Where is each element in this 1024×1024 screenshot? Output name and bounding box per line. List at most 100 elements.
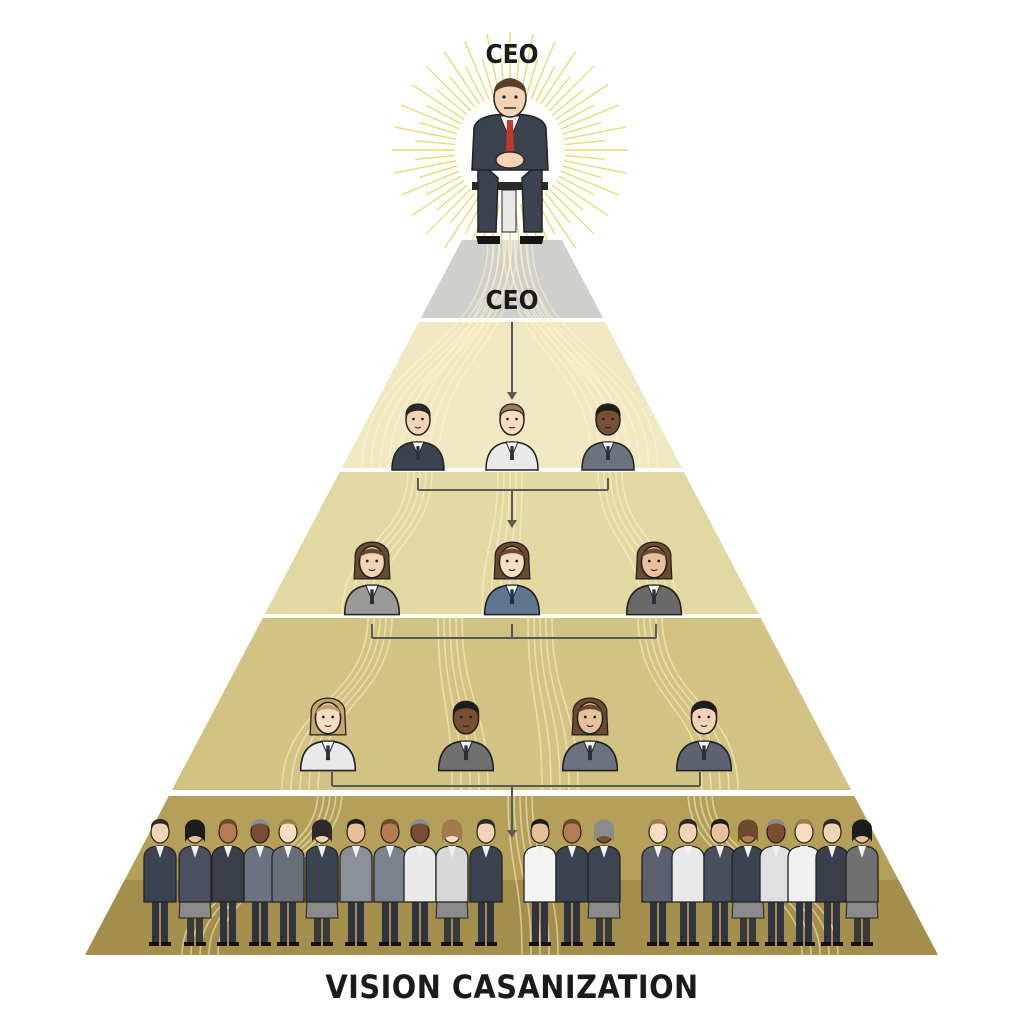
glow-ray <box>563 160 626 174</box>
glow-ray <box>449 76 476 108</box>
flow-stream <box>513 791 532 956</box>
glow-ray <box>449 192 476 224</box>
staff-figure <box>469 819 503 946</box>
glow-ray <box>426 188 472 234</box>
flow-stream <box>539 615 561 791</box>
staff-figure <box>815 819 849 946</box>
glow-ray <box>560 170 620 196</box>
ceo-left-leg <box>477 158 499 233</box>
glow-ray <box>400 104 460 130</box>
glow-ray <box>555 83 609 121</box>
connector-arrow <box>507 830 517 838</box>
glow-ray <box>411 83 465 121</box>
chair-post <box>501 189 517 233</box>
person-bust <box>437 700 495 772</box>
glow-ray <box>394 160 457 174</box>
person-bust <box>299 697 357 772</box>
staff-figure <box>731 819 765 946</box>
ceo-left-shoe <box>476 236 500 244</box>
staff-figure <box>555 819 589 946</box>
glow-ray <box>563 126 626 140</box>
staff-figure <box>787 819 821 946</box>
flow-stream <box>397 239 513 471</box>
flow-stream <box>527 615 543 791</box>
staff-figure <box>435 819 469 946</box>
staff-figure <box>243 819 277 946</box>
hierarchy-connectors <box>331 322 701 838</box>
staff-figure <box>703 819 737 946</box>
ceo-tie <box>506 120 514 156</box>
ceo-top-label: CEO <box>485 40 539 70</box>
glow-ray <box>425 104 462 125</box>
glow-ray <box>539 51 577 105</box>
glow-ray <box>539 195 577 249</box>
glow-ray <box>548 66 594 112</box>
glow-ray <box>558 104 595 125</box>
diagram-caption: VISION CASANIZATION <box>325 968 699 1006</box>
glow-ray <box>544 192 571 224</box>
flow-stream <box>507 791 523 956</box>
person-bust <box>343 541 401 616</box>
staff-figure <box>759 819 793 946</box>
glow-ray <box>555 179 609 217</box>
glow-ray <box>464 65 485 102</box>
glow-ray <box>562 165 602 179</box>
glow-ray <box>558 175 595 196</box>
flow-stream <box>533 615 552 791</box>
flow-stream <box>519 239 641 471</box>
person-bust <box>391 403 445 471</box>
staff-figure <box>587 819 621 946</box>
flow-stream <box>525 239 650 471</box>
staff-figure <box>211 819 245 946</box>
flow-stream <box>531 239 659 471</box>
staff-figure <box>373 819 407 946</box>
glow-ray <box>544 76 571 108</box>
glow-ray <box>411 179 465 217</box>
glow-ray <box>535 65 556 102</box>
glow-ray <box>443 51 481 105</box>
staff-figure <box>671 819 705 946</box>
flow-stream <box>379 239 501 471</box>
ceo-eye <box>514 95 518 99</box>
person-bust <box>485 403 539 471</box>
glow-ray <box>425 175 462 196</box>
person-bust <box>581 403 635 471</box>
flow-stream <box>361 239 489 471</box>
ceo-apex-label: CEO <box>485 286 539 316</box>
staff-figure <box>178 819 212 946</box>
staff-figure <box>339 819 373 946</box>
staff-figure <box>845 819 879 946</box>
staff-figure <box>403 819 437 946</box>
glow-ray <box>400 170 460 196</box>
people-figures <box>143 403 879 946</box>
ceo-right-leg <box>521 158 543 233</box>
ceo-hair <box>493 79 527 94</box>
glow-ray <box>525 58 539 98</box>
glow-ray <box>436 89 468 116</box>
glow-ray <box>562 121 602 135</box>
staff-figure <box>305 819 339 946</box>
glow-ray <box>548 188 594 234</box>
connector-arrow <box>507 392 517 400</box>
glow-ray <box>530 40 556 100</box>
glow-ray <box>564 139 605 146</box>
glow-ray <box>464 40 490 100</box>
staff-figure <box>523 819 557 946</box>
chair-seat <box>472 182 548 190</box>
flow-stream <box>481 469 499 615</box>
glow-ray <box>418 121 458 135</box>
flow-stream <box>513 239 632 471</box>
person-bust <box>625 541 683 616</box>
flow-stream <box>370 239 495 471</box>
ceo-seated-figure <box>471 78 549 244</box>
glow-ray <box>560 104 620 130</box>
staff-figure <box>143 819 177 946</box>
glow-ray <box>552 89 584 116</box>
flow-stream <box>388 239 507 471</box>
connector-arrow <box>507 520 517 528</box>
glow-ray <box>426 66 472 112</box>
glow-ray <box>415 154 456 161</box>
person-bust <box>675 700 733 772</box>
glow-ray <box>564 154 605 161</box>
